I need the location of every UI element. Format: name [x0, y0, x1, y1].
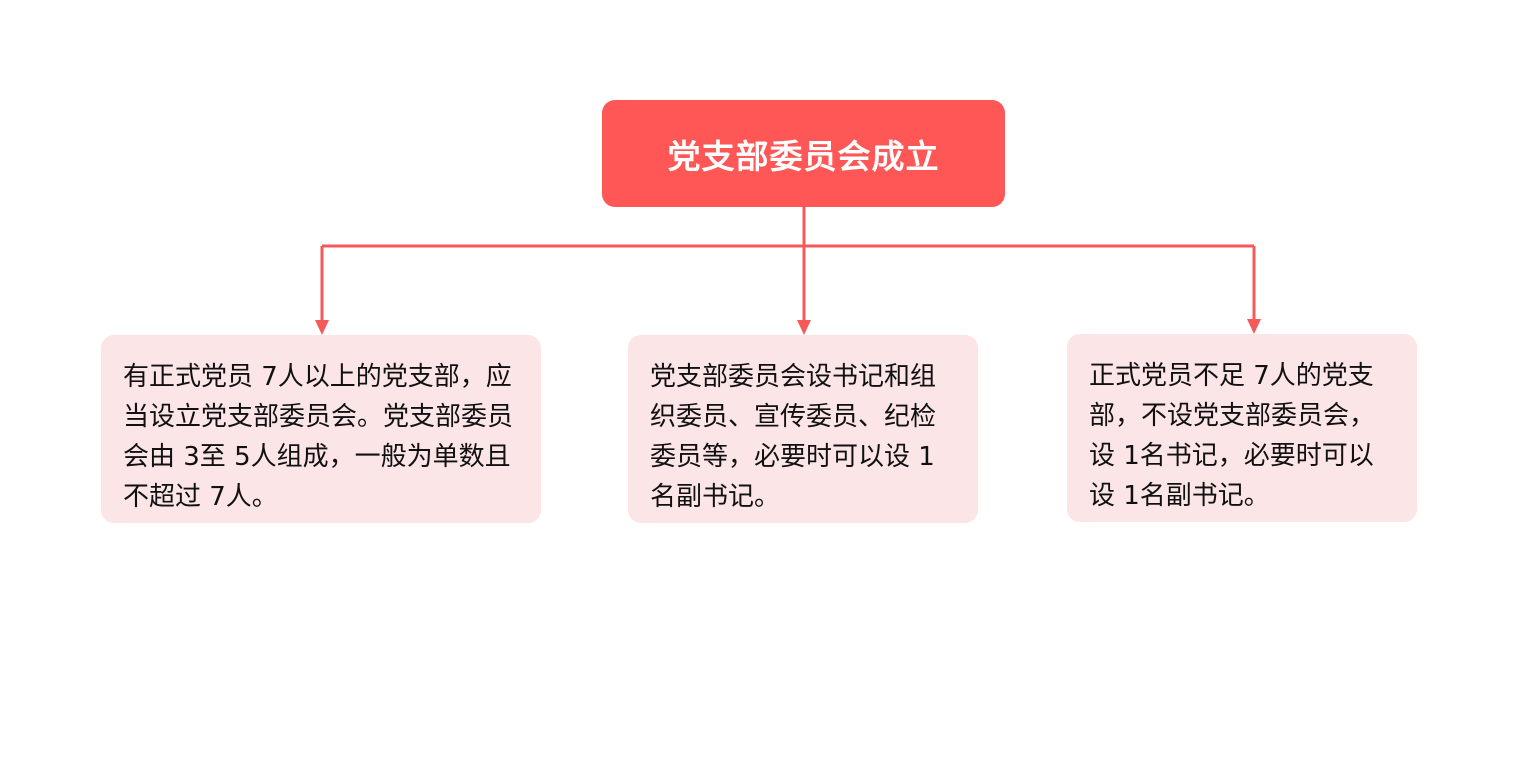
child-node-middle-text: 党支部委员会设书记和组织委员、宣传委员、纪检委员等，必要时可以设 1 名副书记。: [650, 362, 937, 512]
child-node-right-text: 正式党员不足 7人的党支部，不设党支部委员会，设 1名书记，必要时可以设 1名副…: [1089, 361, 1376, 511]
child-node-middle: 党支部委员会设书记和组织委员、宣传委员、纪检委员等，必要时可以设 1 名副书记。: [628, 335, 978, 523]
child-node-right: 正式党员不足 7人的党支部，不设党支部委员会，设 1名书记，必要时可以设 1名副…: [1067, 334, 1417, 522]
child-node-left-text: 有正式党员 7人以上的党支部，应当设立党支部委员会。党支部委员会由 3至 5人组…: [123, 362, 514, 512]
child-node-left: 有正式党员 7人以上的党支部，应当设立党支部委员会。党支部委员会由 3至 5人组…: [101, 335, 541, 523]
root-node: 党支部委员会成立: [602, 100, 1005, 207]
arrowhead-left: [315, 320, 329, 335]
arrowhead-right: [1247, 319, 1261, 334]
arrowhead-middle: [797, 320, 811, 335]
root-node-title: 党支部委员会成立: [667, 136, 940, 176]
